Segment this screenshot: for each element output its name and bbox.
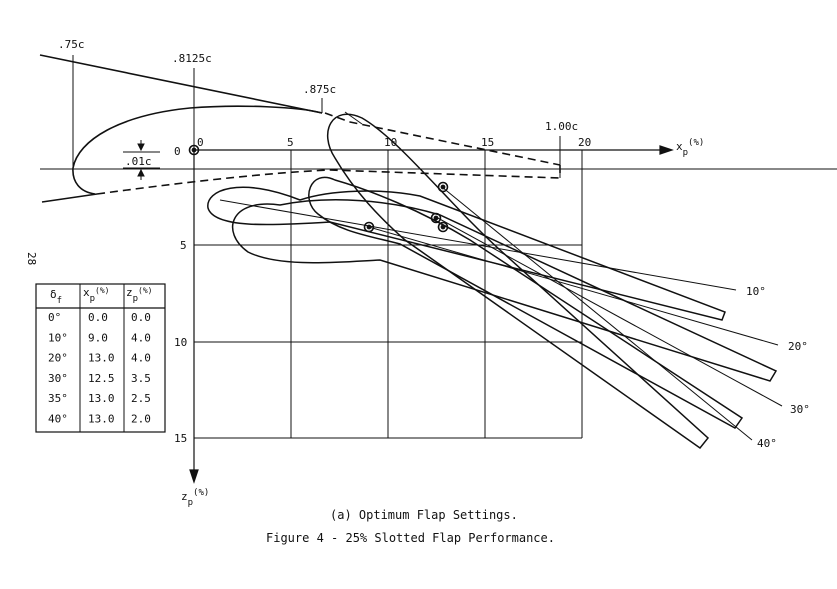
table-cell-zp: 4.0 — [131, 331, 151, 344]
table-row: 10° 9.0 4.0 — [48, 331, 151, 344]
flap-outline-10deg — [207, 186, 726, 321]
table-cell-xp: 12.5 — [88, 372, 115, 385]
wing-upper-surface — [39, 54, 323, 114]
offset-label: .01c — [125, 155, 152, 168]
table-cell-xp: 0.0 — [88, 311, 108, 324]
figure-caption: Figure 4 - 25% Slotted Flap Performance. — [266, 531, 555, 545]
flap-retracted-lower — [96, 169, 561, 195]
flap-outline-30deg — [308, 176, 744, 429]
flap-retracted-upper — [324, 112, 561, 166]
pivot-40deg — [437, 181, 449, 193]
x-tick-15: 15 — [481, 136, 494, 149]
table-cell-zp: 3.5 — [131, 372, 151, 385]
pivot-markers — [188, 144, 449, 233]
station-label-08125c: .8125c — [172, 52, 212, 65]
leader-20deg — [368, 226, 779, 346]
station-label-075c: .75c — [58, 38, 85, 51]
leader-10deg — [219, 199, 737, 291]
wing-lower-surface — [41, 193, 98, 203]
flap-outline-20deg — [231, 199, 778, 382]
pivot-30deg — [430, 212, 442, 224]
x-tick-20: 20 — [578, 136, 591, 149]
table-row: 40° 13.0 2.0 — [48, 413, 151, 426]
deflection-label-40: 40° — [757, 437, 777, 450]
table-body: 0° 0.0 0.0 10° 9.0 4.0 20° 13.0 4.0 30° 12.5 3.5 35°… — [48, 311, 151, 426]
table-cell-xp: 13.0 — [88, 413, 115, 426]
z-tick-10: 10 — [174, 336, 187, 349]
figure-subcaption: (a) Optimum Flap Settings. — [330, 508, 518, 522]
table-cell-delta: 35° — [48, 392, 68, 405]
z-tick-15: 15 — [174, 432, 187, 445]
z-axis-arrow — [189, 469, 199, 484]
x-axis-arrow — [659, 145, 674, 155]
table-cell-xp: 9.0 — [88, 331, 108, 344]
main-wing — [39, 54, 561, 203]
station-label-0875c: .875c — [303, 83, 336, 96]
deflection-label-30: 30° — [790, 403, 810, 416]
x-tick-10: 10 — [384, 136, 397, 149]
pivot-0deg — [188, 144, 200, 156]
table-cell-delta: 10° — [48, 331, 68, 344]
table-frame — [35, 283, 166, 433]
leader-40deg — [441, 186, 753, 441]
flap-outline-40deg — [326, 113, 710, 450]
axes — [40, 145, 837, 484]
table-cell-zp: 2.0 — [131, 413, 151, 426]
page-number: 28 — [25, 252, 38, 265]
pivot-20deg — [437, 221, 449, 233]
table-row: 35° 13.0 2.5 — [48, 392, 151, 405]
x-tick-0: 0 — [197, 136, 204, 149]
deflection-label-20: 20° — [788, 340, 808, 353]
table-cell-delta: 30° — [48, 372, 68, 385]
x-axis-label: xp(%) — [676, 138, 704, 158]
table-cell-zp: 0.0 — [131, 311, 151, 324]
deflection-leaders — [219, 186, 783, 441]
station-label-100c: 1.00c — [545, 120, 578, 133]
table-cell-delta: 40° — [48, 413, 68, 426]
table-row: 0° 0.0 0.0 — [48, 311, 151, 324]
table-header-zp: zp(%) — [126, 286, 153, 304]
origin-label: 0 — [174, 145, 181, 158]
table-cell-zp: 4.0 — [131, 352, 151, 365]
offset-dimension — [123, 140, 160, 180]
grid — [194, 150, 583, 439]
deflection-label-10: 10° — [746, 285, 766, 298]
table-row: 30° 12.5 3.5 — [48, 372, 151, 385]
z-tick-5: 5 — [180, 239, 187, 252]
table-header-xp: xp(%) — [83, 286, 110, 304]
table-cell-zp: 2.5 — [131, 392, 151, 405]
table-cell-xp: 13.0 — [88, 352, 115, 365]
wing-cove — [72, 105, 323, 195]
table-header-delta: δf — [50, 288, 62, 306]
x-tick-5: 5 — [287, 136, 294, 149]
leader-30deg — [435, 216, 783, 407]
deflected-flaps — [207, 113, 778, 450]
table-cell-delta: 20° — [48, 352, 68, 365]
table-row: 20° 13.0 4.0 — [48, 352, 151, 365]
z-axis-label: zp(%) — [181, 488, 209, 508]
flap-retracted — [96, 111, 561, 195]
pivot-10deg — [363, 221, 375, 233]
table-cell-xp: 13.0 — [88, 392, 115, 405]
table-cell-delta: 0° — [48, 311, 61, 324]
